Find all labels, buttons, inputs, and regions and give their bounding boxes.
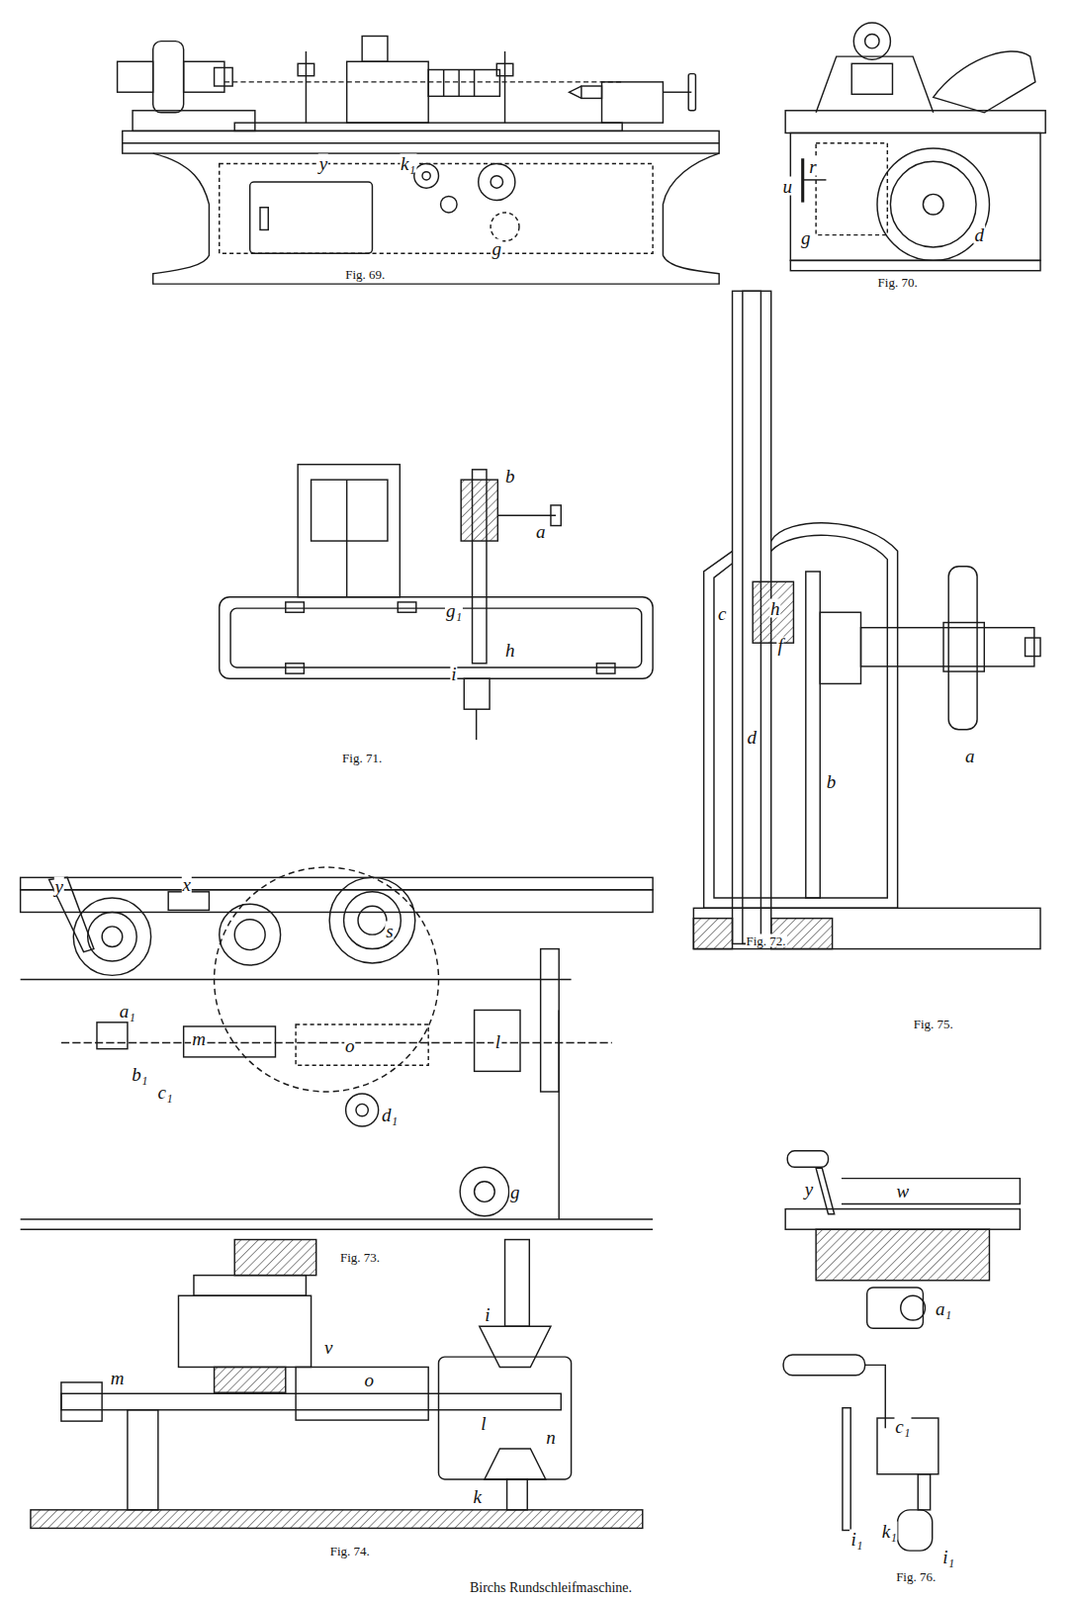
callout-letter: a₁	[118, 1000, 137, 1020]
callout-letter: g₁	[445, 601, 463, 621]
callout-letter: i	[449, 664, 457, 684]
caption: Birchs Rundschleifmaschine.	[468, 1581, 633, 1596]
callout-letter: v	[323, 1338, 334, 1357]
figure-number: Fig. 73.	[339, 1250, 381, 1264]
callout-letter: y	[54, 876, 65, 895]
callout-letter: o	[344, 1035, 357, 1055]
callout-letter: a	[535, 521, 547, 540]
callout-letter: b	[504, 465, 517, 485]
callout-letter: d	[745, 727, 758, 747]
callout-letter: n	[544, 1427, 557, 1446]
callout-letter: d	[973, 225, 985, 245]
callout-letter: r	[807, 157, 817, 177]
callout-letter: l	[479, 1414, 487, 1433]
callout-letter: b₁	[130, 1064, 149, 1083]
figure-number: Fig. 70.	[877, 274, 919, 288]
callout-letter: s	[384, 921, 394, 941]
callout-letter: c	[716, 604, 727, 624]
callout-letter: o	[363, 1370, 376, 1390]
callout-letter: g	[491, 238, 504, 258]
callout-letter: i	[483, 1305, 491, 1325]
figure-number: Fig. 74.	[329, 1544, 371, 1558]
callout-letter: a	[964, 745, 977, 765]
figure-number: Fig. 75.	[912, 1016, 955, 1030]
callout-letter: m	[190, 1029, 207, 1049]
callout-letter: g	[509, 1182, 522, 1202]
callout-letter: u	[781, 176, 794, 195]
callout-letter: c₁	[893, 1416, 911, 1435]
figure-number: Fig. 69.	[344, 267, 386, 280]
callout-letter: h	[769, 599, 782, 619]
callout-letter: k	[471, 1486, 482, 1506]
callout-letter: h	[504, 640, 517, 660]
figure-number: Fig. 71.	[341, 750, 383, 764]
callout-letter: d₁	[380, 1104, 399, 1124]
callout-letter: w	[894, 1181, 910, 1201]
callout-letter: i₁	[849, 1529, 864, 1549]
callout-letter: y	[318, 154, 329, 174]
callout-letter: k₁	[399, 154, 417, 174]
callout-letter: l	[494, 1031, 502, 1051]
callout-letter: g	[800, 228, 812, 248]
callout-letter: a₁	[934, 1298, 953, 1318]
callout-letter: x	[181, 874, 192, 894]
figure-number: Fig. 72.	[745, 934, 788, 948]
callout-letter: i₁	[941, 1546, 956, 1566]
callout-letter: m	[109, 1368, 126, 1388]
callout-letter: y	[804, 1179, 814, 1199]
callout-letter: k₁	[881, 1520, 898, 1540]
figure-number: Fig. 76.	[894, 1570, 937, 1584]
callout-letter: f	[776, 635, 784, 655]
callout-letter: c₁	[157, 1082, 175, 1102]
callout-letter: b	[825, 772, 838, 792]
